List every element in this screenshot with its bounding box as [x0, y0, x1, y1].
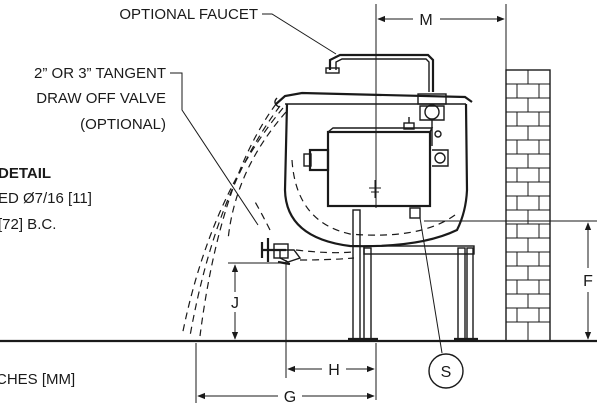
- valve-label-line1: 2” OR 3” TANGENT: [34, 65, 166, 82]
- valve-label-line2: DRAW OFF VALVE: [36, 90, 166, 107]
- detail-title: DETAIL: [0, 165, 51, 182]
- svg-text:G: G: [284, 389, 296, 406]
- units-note: CHES [MM]: [0, 371, 75, 388]
- draw-off-valve: [253, 199, 355, 266]
- brick-wall: [505, 69, 551, 342]
- faucet-leader: [262, 13, 337, 55]
- valve-leader: [170, 72, 259, 226]
- detail-line2: [72] B.C.: [0, 216, 56, 233]
- dimension-h: H: [285, 260, 377, 400]
- kettle-body: [274, 91, 473, 248]
- valve-label-line3: (OPTIONAL): [80, 116, 166, 133]
- dimension-j: J: [228, 262, 280, 340]
- kettle-stand: [348, 209, 478, 342]
- svg-text:M: M: [419, 12, 432, 29]
- drain-callout-s: S: [419, 217, 464, 389]
- dimension-g: G: [195, 343, 375, 406]
- optional-faucet: [325, 53, 447, 146]
- dimension-m: M: [375, 4, 507, 208]
- tilt-pour-arcs: [181, 103, 287, 337]
- svg-text:J: J: [231, 295, 239, 312]
- detail-line1: ED Ø7/16 [11]: [0, 190, 92, 207]
- svg-text:F: F: [583, 273, 593, 290]
- svg-text:S: S: [441, 364, 452, 381]
- svg-text:H: H: [328, 362, 340, 379]
- dimension-f: F: [424, 220, 597, 340]
- optional-faucet-label: OPTIONAL FAUCET: [119, 6, 258, 23]
